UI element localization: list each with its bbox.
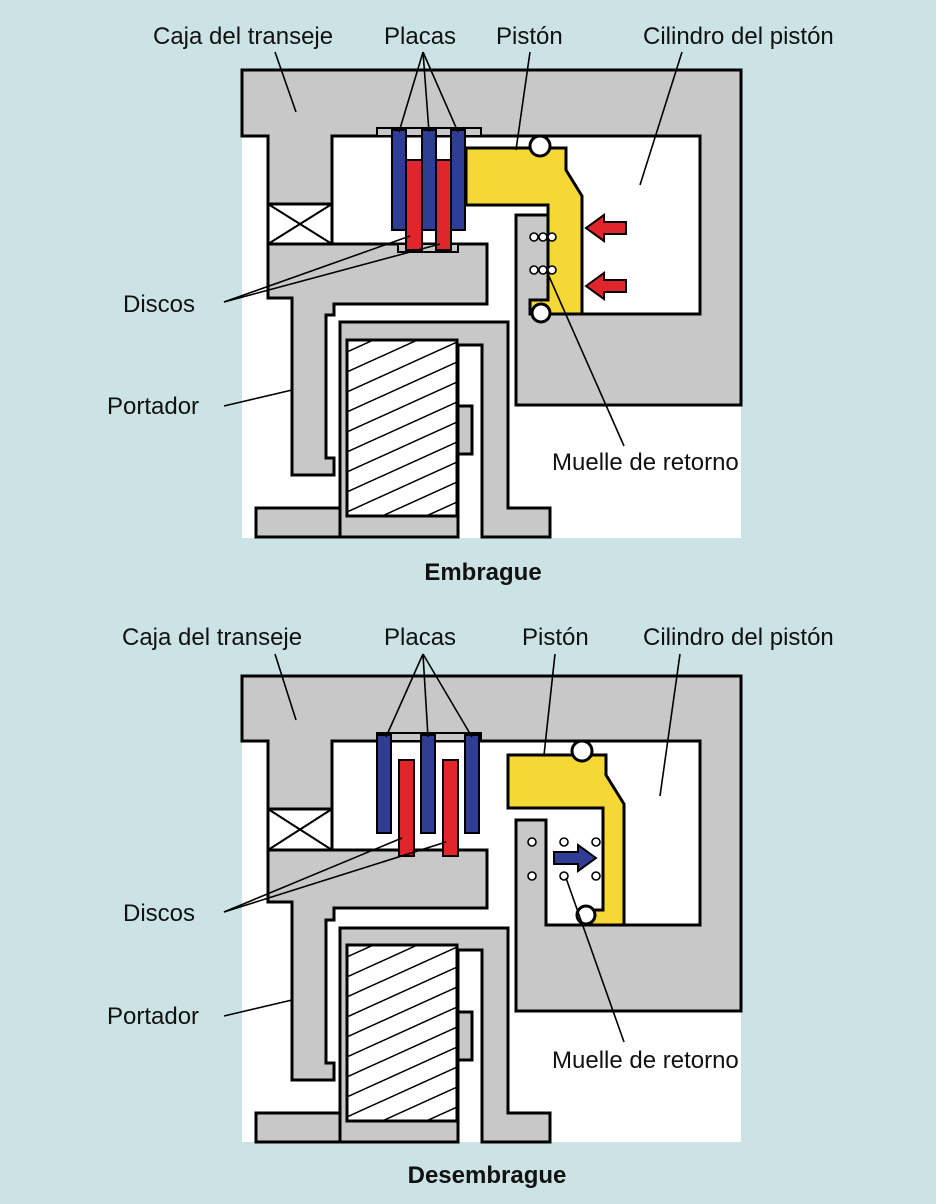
- planetary-gear: [345, 338, 459, 518]
- carrier-base: [254, 506, 348, 539]
- disc: [405, 159, 423, 251]
- seal-o-ring: [528, 134, 552, 158]
- disc: [398, 759, 415, 857]
- seal-o-ring: [570, 739, 594, 763]
- release-arrow-right-icon: [553, 843, 598, 873]
- plate: [420, 734, 436, 834]
- label-spring: Muelle de retorno: [552, 1047, 739, 1074]
- return-spring-icon: [529, 232, 557, 275]
- label-piston: Pistón: [522, 624, 589, 651]
- disc: [442, 759, 459, 857]
- plate: [464, 734, 480, 834]
- planetary-gear: [345, 943, 459, 1123]
- panel-applied: Caja del transeje Placas Pistón Cilindro…: [107, 23, 834, 586]
- label-discs: Discos: [123, 291, 195, 318]
- panel-caption: Embrague: [424, 559, 541, 586]
- panel-caption: Desembrague: [408, 1162, 567, 1189]
- label-cylinder: Cilindro del pistón: [643, 23, 834, 50]
- bearing-icon: [266, 202, 334, 246]
- disc: [435, 159, 452, 251]
- transaxle-housing: [240, 68, 743, 407]
- label-plates: Placas: [384, 23, 456, 50]
- label-carrier: Portador: [107, 1003, 199, 1030]
- label-discs: Discos: [123, 900, 195, 927]
- panel-released: Caja del transeje Placas Pistón Cilindro…: [107, 624, 834, 1189]
- clutch-drum: [266, 848, 489, 1082]
- bearing-icon: [266, 807, 334, 852]
- label-housing: Caja del transeje: [153, 23, 333, 50]
- label-housing: Caja del transeje: [122, 624, 302, 651]
- pressure-arrow-left-icon: [584, 213, 627, 301]
- plate: [376, 734, 392, 834]
- gear-stub: [456, 1010, 474, 1062]
- return-spring-icon: [527, 837, 601, 881]
- label-spring: Muelle de retorno: [552, 449, 739, 476]
- plate: [421, 129, 437, 231]
- gear-stub: [456, 404, 474, 456]
- carrier-base: [254, 1111, 348, 1144]
- label-piston: Pistón: [496, 23, 563, 50]
- plate: [450, 129, 466, 231]
- clutch-drum: [266, 242, 489, 477]
- leader-lines: [223, 653, 681, 1043]
- label-carrier: Portador: [107, 393, 199, 420]
- label-plates: Placas: [384, 624, 456, 651]
- plate: [391, 129, 407, 231]
- label-cylinder: Cilindro del pistón: [643, 624, 834, 651]
- leader-lines: [223, 51, 683, 447]
- transaxle-housing: [240, 674, 743, 1013]
- seal-o-ring: [530, 302, 552, 324]
